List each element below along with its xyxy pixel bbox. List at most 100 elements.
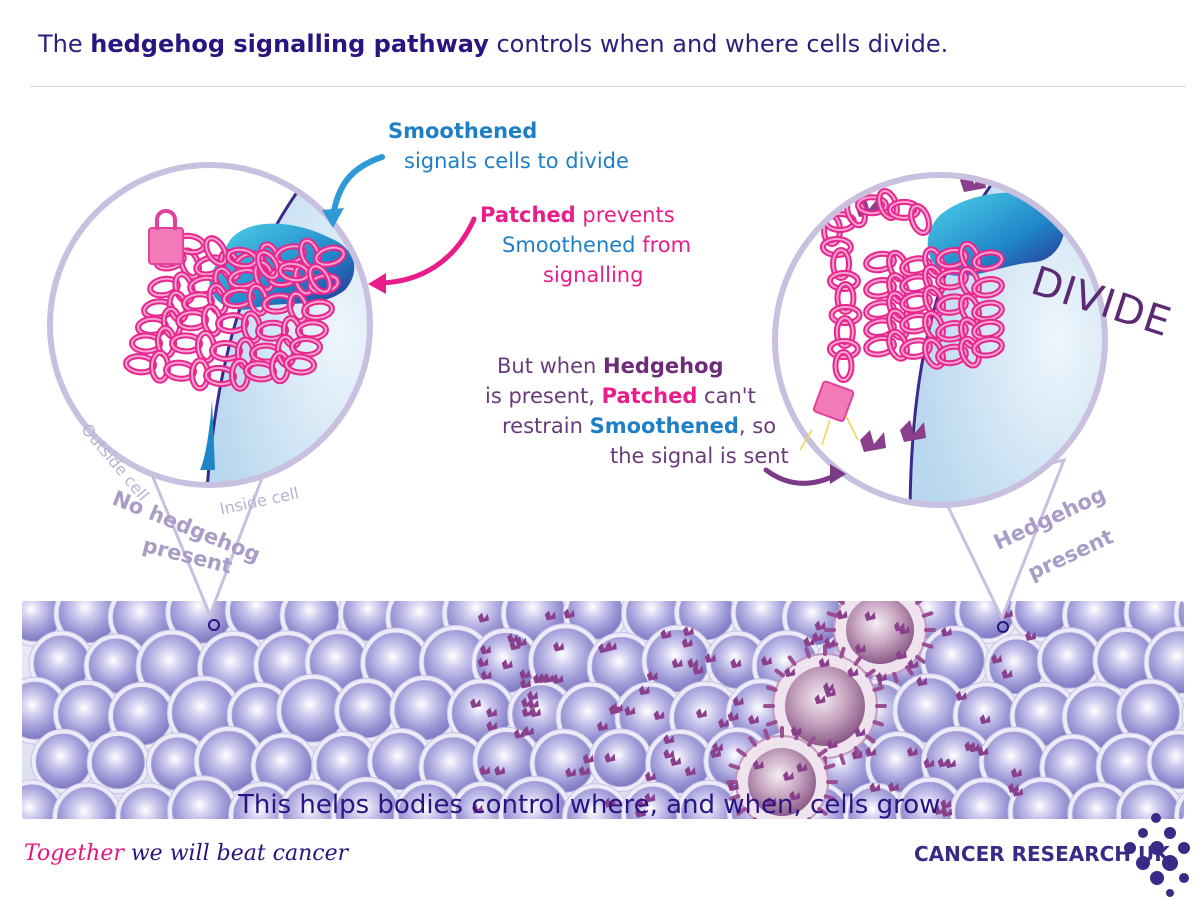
hedgehog-protein-icon [598,643,610,654]
hedgehog-protein-icon [637,797,649,808]
hedgehog-protein-icon [814,694,826,705]
cell-icon [52,782,123,819]
hedgehog-protein-icon [730,658,742,669]
label-hh-line3: restrain Smoothened, so [502,414,777,438]
brand-name: CANCER RESEARCH UK [914,842,1170,866]
cell-icon [86,730,150,795]
hedgehog-protein-icon [638,685,650,696]
hedgehog-protein-icon [865,746,877,757]
cell-icon [389,675,460,746]
hedgehog-protein-icon [520,678,532,689]
brand-dots-icon [1124,813,1190,897]
label-hh-line1: But when Hedgehog [497,354,724,378]
cell-icon [28,630,95,697]
label-patched-line1: Patched prevents [480,203,675,227]
cell-icon [166,775,239,819]
label-hh-line2: is present, Patched can't [485,384,756,408]
cell-icon [641,624,715,698]
hedgehog-protein-icon [509,640,521,651]
hedgehog-protein-icon [898,624,910,635]
hedgehog-protein-icon [760,655,772,666]
cell-icon [193,726,265,797]
hedgehog-protein-icon [888,781,900,792]
cell-icon [588,728,653,793]
hedgehog-protein-icon [789,790,801,801]
cell-icon [1036,627,1104,694]
hedgehog-protein-icon [727,781,739,792]
hedgehog-protein-icon [663,748,675,759]
padlock-icon [148,209,184,265]
hedgehog-protein-icon [915,140,941,162]
hedgehog-protein-icon [596,721,608,732]
hedgehog-protein-icon [494,765,506,776]
cell-icon [705,630,769,694]
zoom-marker-left [208,619,220,631]
hedgehog-protein-icon [814,620,826,631]
hedgehog-protein-icon [704,652,716,663]
cell-icon [1173,782,1184,819]
hedgehog-protein-icon [544,610,556,621]
label-patched-line2: Smoothened from [502,233,692,257]
bubble-hedgehog [772,120,1108,508]
cell-icon [30,728,97,795]
arrow-patched-icon [377,216,477,286]
hedgehog-protein-icon [479,765,491,776]
hedgehog-protein-icon [854,726,866,737]
hedgehog-protein-icon [684,766,696,777]
hedgehog-protein-icon [823,682,835,693]
hedgehog-protein-icon [870,175,896,182]
hedgehog-protein-icon [527,690,539,701]
hedgehog-protein-icon [671,658,683,669]
hedgehog-protein-icon [812,631,824,642]
hedgehog-protein-icon [824,637,836,648]
hedgehog-protein-icon [486,720,498,731]
page-title: The hedgehog signalling pathway controls… [38,30,948,58]
hedgehog-protein-icon [752,759,764,770]
cell-icon [145,732,210,796]
hedgehog-protein-icon [477,612,489,623]
hedgehog-protein-icon [923,758,935,769]
hedgehog-protein-icon [634,807,646,818]
hedgehog-protein-icon [906,746,918,757]
hedgehog-protein-icon [681,637,693,648]
cell-icon [1067,781,1132,819]
hedgehog-protein-icon [604,797,616,808]
hedgehog-protein-icon [486,707,498,718]
hedgehog-protein-icon [605,641,617,652]
hedgehog-protein-icon [578,765,590,776]
hedgehog-protein-icon [477,657,489,668]
hedgehog-protein-icon [907,659,919,670]
hedgehog-protein-icon [995,120,1021,142]
hedgehog-protein-icon [955,690,967,701]
hedgehog-protein-icon [670,755,682,766]
hedgehog-protein-icon [748,714,760,725]
title-post: controls when and where cells divide. [488,30,949,58]
hedgehog-protein-icon [916,676,928,687]
hedgehog-protein-icon [582,753,594,764]
hedgehog-protein-icon [519,669,531,680]
cell-icon [107,681,177,751]
hedgehog-protein-icon [803,636,815,647]
hedgehog-protein-icon [696,708,708,719]
hedgehog-protein-icon [940,798,952,809]
hedgehog-protein-icon [851,749,863,760]
cell-icon [1173,601,1184,651]
hedgehog-protein-icon [869,782,881,793]
hedgehog-protein-icon [854,643,866,654]
label-hh-line4: the signal is sent [610,444,789,468]
hedgehog-protein-icon [542,673,554,684]
hedgehog-protein-icon [553,641,565,652]
hedgehog-protein-icon [732,696,744,707]
label-smoothened-desc: signals cells to divide [404,149,629,173]
cell-icon [1146,729,1184,794]
title-pre: The [38,30,91,58]
arrow-hedgehog-icon [763,467,841,486]
hedgehog-protein-icon [796,762,808,773]
chain-icon-2 [819,188,1005,383]
hedgehog-protein-icon [563,608,575,619]
hedgehog-protein-icon [940,626,952,637]
hedgehog-protein-icon [480,669,492,680]
hedgehog-protein-icon [964,741,976,752]
hedgehog-protein-icon [934,804,946,815]
